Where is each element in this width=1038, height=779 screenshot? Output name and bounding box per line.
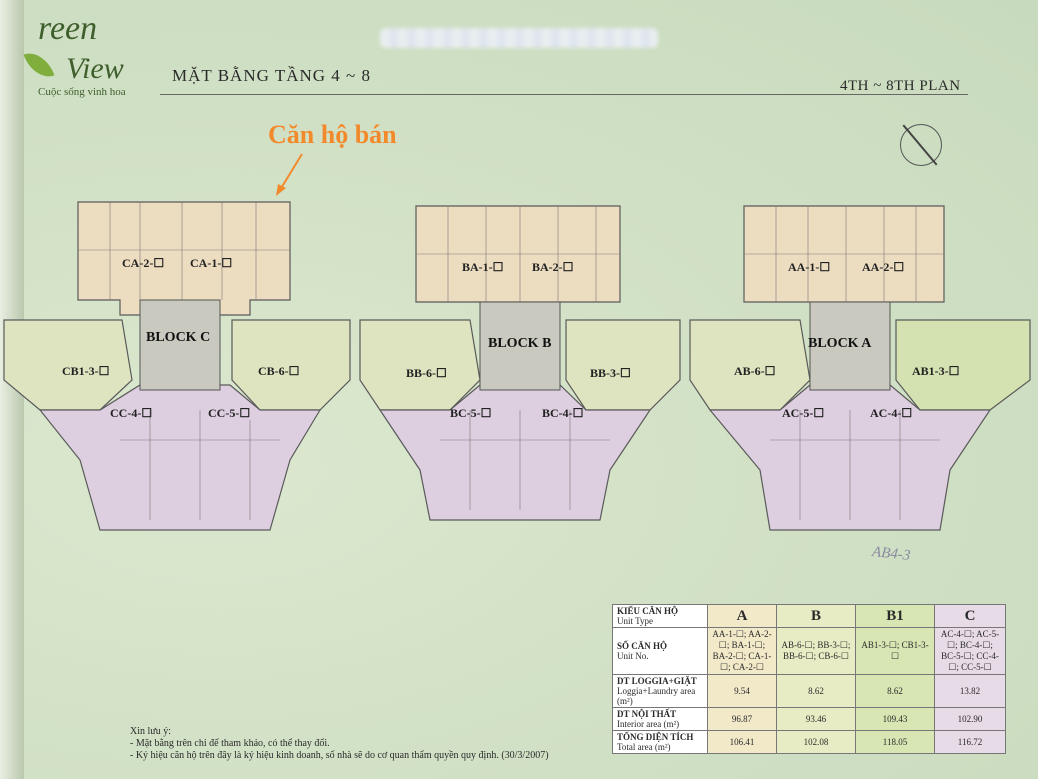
unit-label-bb6: BB-6-☐ [406, 366, 447, 380]
row-label-loggia: DT LOGGIA+GIẶT [617, 676, 697, 686]
unit-no-b: AB-6-☐; BB-3-☐; BB-6-☐; CB-6-☐ [776, 627, 856, 675]
row-label-type-en: Unit Type [617, 616, 653, 626]
unit-label-cb6: CB-6-☐ [258, 364, 300, 378]
unit-label-ba1: BA-1-☐ [462, 260, 504, 274]
plan-title-en: 4TH ~ 8TH PLAN [840, 78, 961, 94]
total-c: 116.72 [934, 730, 1006, 754]
interior-a: 96.87 [707, 707, 777, 731]
type-a: A [707, 604, 777, 628]
logo-tagline: Cuộc sống vinh hoa [38, 86, 126, 98]
unit-label-ca1: CA-1-☐ [190, 256, 233, 270]
unit-bb6-shape [359, 319, 481, 411]
callout-arrow-icon [276, 153, 303, 196]
unit-no-a: AA-1-☐; AA-2-☐; BA-1-☐; BA-2-☐; CA-1-☐; … [707, 627, 777, 675]
total-b: 102.08 [776, 730, 856, 754]
loggia-b1: 8.62 [855, 674, 935, 708]
plan-title-vn: MẶT BẰNG TẦNG 4 ~ 8 [172, 66, 371, 85]
interior-c: 102.90 [934, 707, 1006, 731]
row-label-interior: DT NỘI THẤT [617, 709, 677, 719]
unit-label-bc4: BC-4-☐ [542, 406, 584, 420]
notes: Xin lưu ý: - Mặt bằng trên chỉ để tham k… [130, 726, 549, 762]
loggia-c: 13.82 [934, 674, 1006, 708]
core-b [479, 301, 561, 391]
unit-label-cb13: CB1-3-☐ [62, 364, 110, 378]
loggia-b: 8.62 [776, 674, 856, 708]
title-underline [160, 94, 968, 95]
unit-label-bc5: BC-5-☐ [450, 406, 492, 420]
note-line-2: - Ký hiệu căn hộ trên đây là ký hiệu kin… [130, 750, 549, 761]
total-b1: 118.05 [855, 730, 935, 754]
type-c: C [934, 604, 1006, 628]
total-a: 106.41 [707, 730, 777, 754]
unit-ca-shape [77, 201, 291, 316]
unit-label-ac5: AC-5-☐ [782, 406, 825, 420]
core-a [809, 301, 891, 391]
unit-label-aa2: AA-2-☐ [862, 260, 905, 274]
unit-label-aa1: AA-1-☐ [788, 260, 831, 274]
row-label-no-en: Unit No. [617, 651, 649, 661]
row-label-interior-en: Interior area (m²) [617, 719, 680, 729]
row-label-no: SỐ CĂN HỘ [617, 641, 668, 651]
floor-plan [3, 201, 1031, 531]
unit-label-ab6: AB-6-☐ [734, 364, 776, 378]
logo-line1: reen [38, 10, 98, 47]
row-label-total: TỔNG DIỆN TÍCH [617, 732, 694, 742]
type-b1: B1 [855, 604, 935, 628]
note-head: Xin lưu ý: [130, 726, 171, 737]
sale-callout: Căn hộ bán [268, 120, 397, 149]
unit-bb3-shape [565, 319, 681, 411]
north-compass-icon [900, 124, 942, 166]
unit-label-bb3: BB-3-☐ [590, 366, 631, 380]
row-label-total-en: Total area (m²) [617, 742, 671, 752]
note-line-1: - Mặt bằng trên chỉ để tham khảo, có thể… [130, 738, 330, 749]
unit-no-c: AC-4-☐; AC-5-☐; BC-4-☐; BC-5-☐; CC-4-☐; … [934, 627, 1006, 675]
unit-label-cc4: CC-4-☐ [110, 406, 153, 420]
unit-label-ca2: CA-2-☐ [122, 256, 165, 270]
core-c [139, 299, 221, 391]
unit-label-ba2: BA-2-☐ [532, 260, 574, 274]
interior-b: 93.46 [776, 707, 856, 731]
interior-b1: 109.43 [855, 707, 935, 731]
unit-label-ac4: AC-4-☐ [870, 406, 913, 420]
type-b: B [776, 604, 856, 628]
unit-no-b1: AB1-3-☐; CB1-3-☐ [855, 627, 935, 675]
block-b-label: BLOCK B [488, 336, 552, 351]
block-c-label: BLOCK C [146, 330, 211, 345]
blurred-text [380, 28, 658, 48]
block-a-label: BLOCK A [808, 336, 872, 351]
logo-line2: View [66, 52, 124, 85]
unit-label-ab13: AB1-3-☐ [912, 364, 960, 378]
row-label-loggia-en: Loggia+Laundry area (m²) [617, 686, 696, 706]
loggia-a: 9.54 [707, 674, 777, 708]
unit-label-cc5: CC-5-☐ [208, 406, 251, 420]
row-label-type: KIỂU CĂN HỘ [617, 606, 679, 616]
unit-bc-shape [378, 384, 652, 521]
